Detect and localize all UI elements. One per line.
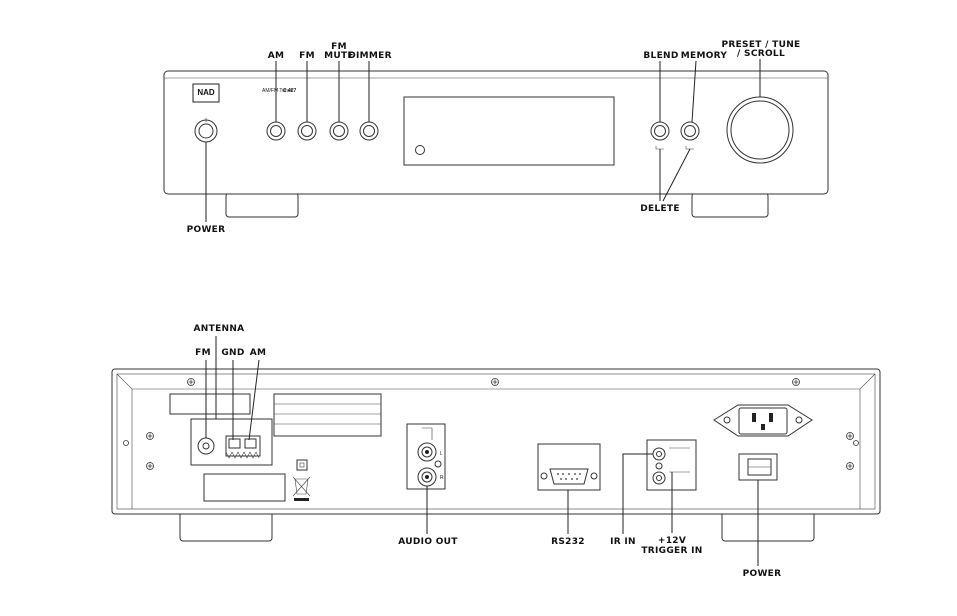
audio-out-label-r: R <box>440 475 444 481</box>
blend-button[interactable] <box>650 121 670 141</box>
label-ir-in: IR IN <box>610 537 636 547</box>
rear-screws <box>123 378 859 470</box>
spec-label-plate <box>273 393 382 437</box>
label-front-power: POWER <box>187 225 226 235</box>
label-preset-1: PRESET / TUNE <box>721 40 800 50</box>
fm-antenna-jack[interactable] <box>197 437 215 455</box>
label-rs232: RS232 <box>551 537 585 547</box>
label-preset-2: / SCROLL <box>737 49 785 59</box>
label-blend: BLEND <box>643 51 678 61</box>
label-dimmer: DIMMER <box>348 51 392 61</box>
nad-logo <box>192 83 220 103</box>
label-audio-out: AUDIO OUT <box>398 537 458 547</box>
weee-bin-icon <box>292 476 311 501</box>
dimmer-button[interactable] <box>359 121 379 141</box>
front-right-foot <box>691 192 769 218</box>
front-leader-lines <box>205 59 761 222</box>
trigger-in-jack[interactable] <box>652 471 666 485</box>
rear-left-foot <box>179 510 273 542</box>
memory-button[interactable] <box>680 121 700 141</box>
label-rear-fm: FM <box>195 348 211 358</box>
rear-power-switch[interactable] <box>738 453 778 481</box>
label-memory: MEMORY <box>681 51 728 61</box>
audio-out-right-jack[interactable] <box>417 467 437 487</box>
ir-sensor <box>415 145 425 155</box>
rear-panel: L R <box>111 324 881 579</box>
fm-button[interactable] <box>297 121 317 141</box>
label-rear-power: POWER <box>743 569 782 579</box>
ac-power-inlet[interactable] <box>713 404 813 437</box>
label-antenna: ANTENNA <box>194 324 245 334</box>
model-prefix: AM/FM Tuner <box>262 88 293 94</box>
audio-out-left-jack[interactable] <box>417 442 437 462</box>
serial-label-plate <box>169 393 251 415</box>
label-delete: DELETE <box>640 204 680 214</box>
label-trigger-1: +12V <box>658 536 686 546</box>
label-trigger-2: TRIGGER IN <box>641 546 702 556</box>
front-left-foot <box>225 192 299 218</box>
double-insulation-mark <box>296 459 308 471</box>
model-number: C 427 <box>283 88 297 94</box>
label-fm: FM <box>299 51 315 61</box>
audio-out-label-l: L <box>440 451 443 457</box>
gnd-am-terminals[interactable] <box>225 435 261 459</box>
nad-logo-text: NAD <box>197 88 215 97</box>
label-am: AM <box>268 51 285 61</box>
rear-leader-lines <box>205 336 759 566</box>
label-gnd: GND <box>221 348 244 358</box>
rear-right-foot <box>721 510 815 542</box>
am-button[interactable] <box>266 121 286 141</box>
label-fm-mute-2: MUTE <box>324 51 354 61</box>
front-panel: NAD AM/FM Tuner C 427 <box>163 40 829 235</box>
label-rear-am: AM <box>250 348 267 358</box>
front-display <box>403 96 615 166</box>
rs232-port[interactable] <box>540 468 598 485</box>
preset-tune-knob[interactable] <box>726 96 794 164</box>
lower-label-plate <box>203 473 286 502</box>
ir-in-jack[interactable] <box>652 447 666 461</box>
label-fm-mute-1: FM <box>331 42 347 52</box>
fm-mute-button[interactable] <box>329 121 349 141</box>
